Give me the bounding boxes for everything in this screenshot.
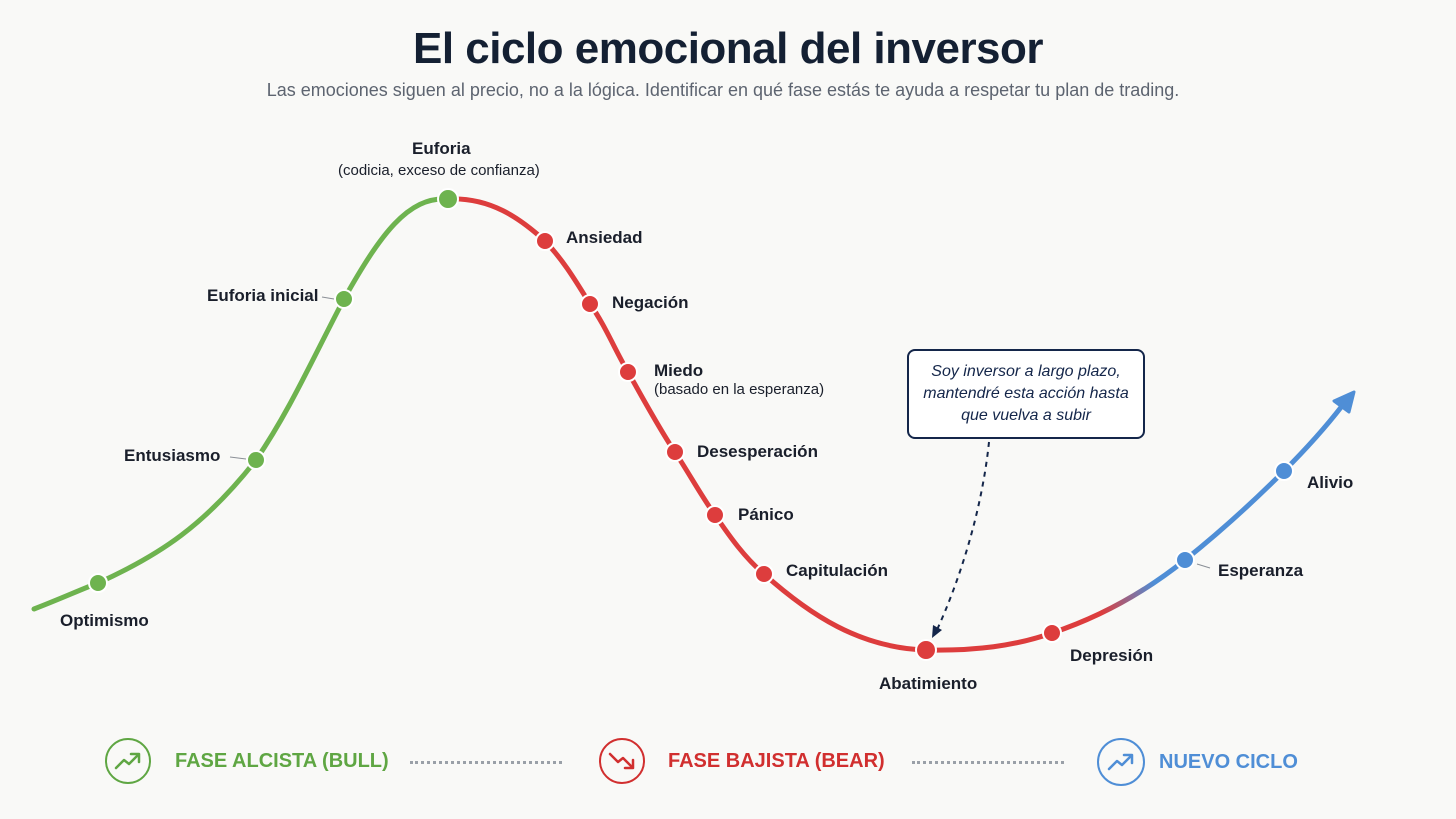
trend-down-icon — [599, 738, 645, 784]
label-ansiedad: Ansiedad — [566, 228, 643, 247]
leader-line-euforia-inicial — [321, 296, 335, 300]
marker-euforia — [437, 188, 459, 210]
label-optimismo: Optimismo — [60, 611, 149, 630]
marker-alivio — [1274, 461, 1294, 481]
phase-markers — [88, 188, 1294, 661]
legend-new-cycle-label: NUEVO CICLO — [1159, 750, 1298, 773]
label-euforia-inicial: Euforia inicial — [207, 286, 319, 305]
arrow-head-icon — [1332, 390, 1356, 414]
label-negacion: Negación — [612, 293, 689, 312]
trend-up-icon — [105, 738, 151, 784]
marker-capitulacion — [754, 564, 774, 584]
marker-euforia-inicial — [334, 289, 354, 309]
marker-desesperacion — [665, 442, 685, 462]
marker-depresion — [1042, 623, 1062, 643]
marker-ansiedad — [535, 231, 555, 251]
legend-new-cycle: NUEVO CICLO — [1097, 738, 1298, 786]
legend-bear: FASE BAJISTA (BEAR) — [599, 738, 885, 784]
legend-bull-label: FASE ALCISTA (BULL) — [175, 749, 389, 772]
label-panico: Pánico — [738, 505, 794, 524]
callout-pointer-head — [932, 625, 942, 638]
marker-miedo — [618, 362, 638, 382]
leader-line-entusiasmo — [229, 456, 247, 460]
label-capitulacion: Capitulación — [786, 561, 889, 580]
note-euforia: (codicia, exceso de confianza) — [338, 162, 540, 179]
label-entusiasmo: Entusiasmo — [124, 446, 221, 465]
page-title: El ciclo emocional del inversor — [412, 24, 1044, 73]
marker-negacion — [580, 294, 600, 314]
marker-entusiasmo — [246, 450, 266, 470]
label-depresion: Depresión — [1070, 646, 1154, 665]
transition-line — [1049, 557, 1188, 636]
label-abatimiento: Abatimiento — [879, 674, 978, 693]
label-alivio: Alivio — [1307, 473, 1354, 492]
label-euforia: Euforia — [412, 139, 471, 158]
bull-phase-line — [31, 196, 451, 612]
note-miedo: (basado en la esperanza) — [654, 381, 825, 398]
legend-bear-label: FASE BAJISTA (BEAR) — [668, 749, 885, 772]
bear-phase-line — [445, 196, 1055, 653]
marker-panico — [705, 505, 725, 525]
legend-bull: FASE ALCISTA (BULL) — [105, 738, 389, 784]
legend-separator — [410, 761, 562, 764]
marker-abatimiento — [915, 639, 937, 661]
leader-line-esperanza — [1196, 563, 1211, 569]
marker-optimismo — [88, 573, 108, 593]
label-desesperacion: Desesperación — [697, 442, 818, 461]
label-miedo: Miedo — [654, 361, 704, 380]
callout-text: Soy inversor a largo plazo, mantendré es… — [923, 363, 1129, 424]
trend-up-icon — [1097, 738, 1145, 786]
page-subtitle: Las emociones siguen al precio, no a la … — [266, 80, 1180, 100]
callout-pointer — [935, 441, 990, 633]
marker-esperanza — [1175, 550, 1195, 570]
legend-separator — [912, 761, 1064, 764]
investor-quote-callout: Soy inversor a largo plazo, mantendré es… — [907, 349, 1145, 439]
label-esperanza: Esperanza — [1218, 561, 1304, 580]
